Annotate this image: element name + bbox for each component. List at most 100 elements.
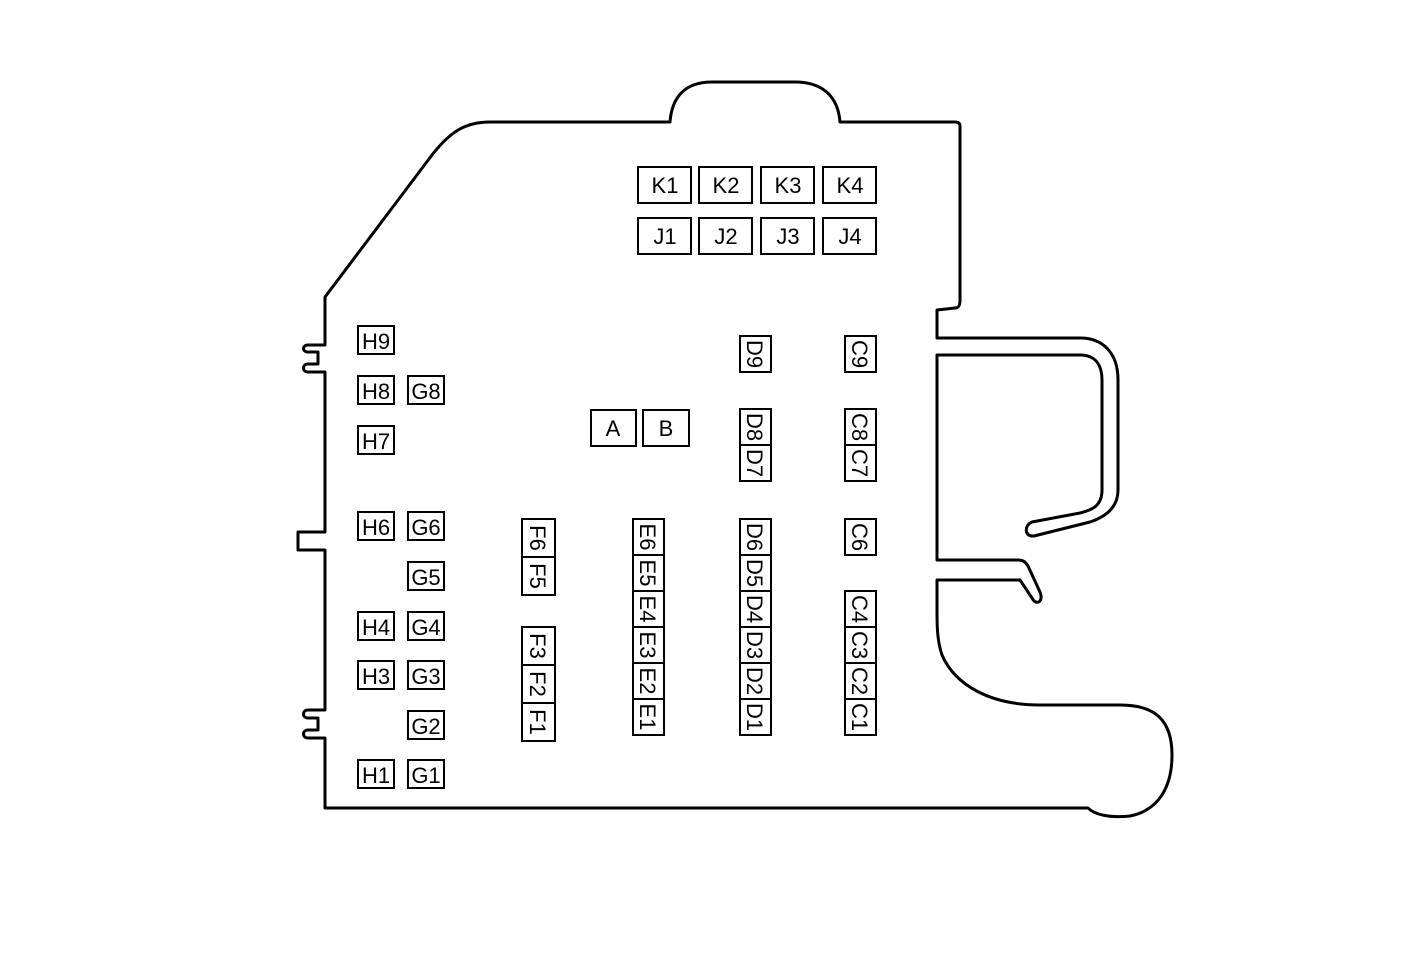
fuse-d8: D8	[739, 408, 772, 446]
svg-text:C8: C8	[847, 413, 872, 441]
fuse-f1: F1	[521, 702, 556, 742]
svg-text:C4: C4	[847, 595, 872, 623]
fuse-k2: K2	[698, 166, 753, 204]
fuse-j3: J3	[760, 217, 815, 255]
svg-text:J1: J1	[653, 224, 676, 249]
fuse-a: A	[590, 409, 637, 447]
fuse-k3: K3	[760, 166, 815, 204]
svg-text:G4: G4	[411, 615, 440, 640]
svg-text:K3: K3	[775, 173, 802, 198]
fuse-c6: C6	[844, 518, 877, 556]
fuse-d3: D3	[739, 626, 772, 664]
svg-text:J3: J3	[776, 224, 799, 249]
svg-text:H9: H9	[362, 329, 390, 354]
svg-text:D5: D5	[742, 559, 767, 587]
fuse-g8: G8	[407, 375, 445, 405]
svg-text:D2: D2	[742, 667, 767, 695]
housing-outline	[296, 80, 1174, 819]
fuse-j4: J4	[822, 217, 877, 255]
svg-text:G1: G1	[411, 763, 440, 788]
svg-text:C2: C2	[847, 667, 872, 695]
svg-text:H4: H4	[362, 615, 390, 640]
svg-text:E5: E5	[635, 560, 660, 587]
fuse-c4: C4	[844, 590, 877, 628]
svg-text:H3: H3	[362, 664, 390, 689]
svg-text:C3: C3	[847, 631, 872, 659]
fuse-c3: C3	[844, 626, 877, 664]
fuse-g1: G1	[407, 759, 445, 789]
svg-text:F6: F6	[525, 525, 550, 551]
fuse-h9: H9	[357, 325, 395, 355]
fuse-c7: C7	[844, 444, 877, 482]
svg-text:A: A	[606, 416, 621, 441]
svg-text:G8: G8	[411, 379, 440, 404]
fuse-f2: F2	[521, 664, 556, 704]
fuse-d5: D5	[739, 554, 772, 592]
fuse-e5: E5	[632, 554, 665, 592]
fuse-c9: C9	[844, 335, 877, 373]
fuse-g5: G5	[407, 561, 445, 591]
fuse-g4: G4	[407, 611, 445, 641]
fuse-d7: D7	[739, 444, 772, 482]
svg-text:F2: F2	[525, 671, 550, 697]
svg-text:D7: D7	[742, 449, 767, 477]
svg-text:E2: E2	[635, 668, 660, 695]
fuse-d2: D2	[739, 662, 772, 700]
svg-text:D4: D4	[742, 595, 767, 623]
fuse-h8: H8	[357, 375, 395, 405]
svg-text:G5: G5	[411, 565, 440, 590]
svg-text:C7: C7	[847, 449, 872, 477]
svg-text:E3: E3	[635, 632, 660, 659]
svg-text:F3: F3	[525, 633, 550, 659]
fuse-b: B	[642, 409, 690, 447]
fuse-g6: G6	[407, 511, 445, 541]
svg-text:G6: G6	[411, 515, 440, 540]
fuse-g2: G2	[407, 710, 445, 740]
fuse-c1: C1	[844, 698, 877, 736]
svg-text:H8: H8	[362, 379, 390, 404]
fuse-h1: H1	[357, 759, 395, 789]
svg-text:H7: H7	[362, 429, 390, 454]
svg-text:C9: C9	[847, 340, 872, 368]
fuse-d1: D1	[739, 698, 772, 736]
svg-text:G2: G2	[411, 714, 440, 739]
fuse-j2: J2	[698, 217, 753, 255]
svg-text:D8: D8	[742, 413, 767, 441]
svg-text:H6: H6	[362, 515, 390, 540]
fuse-f3: F3	[521, 626, 556, 666]
svg-text:G3: G3	[411, 664, 440, 689]
svg-text:E1: E1	[635, 704, 660, 731]
svg-text:K2: K2	[713, 173, 740, 198]
fuse-d4: D4	[739, 590, 772, 628]
svg-text:C1: C1	[847, 703, 872, 731]
svg-text:D9: D9	[742, 340, 767, 368]
svg-text:D3: D3	[742, 631, 767, 659]
fuse-e2: E2	[632, 662, 665, 700]
fuse-h3: H3	[357, 660, 395, 690]
fuse-e6: E6	[632, 518, 665, 556]
fuse-e4: E4	[632, 590, 665, 628]
svg-text:K4: K4	[837, 173, 864, 198]
svg-text:B: B	[659, 416, 674, 441]
svg-text:F5: F5	[525, 563, 550, 589]
svg-text:D6: D6	[742, 523, 767, 551]
fuse-c8: C8	[844, 408, 877, 446]
svg-text:E4: E4	[635, 596, 660, 623]
svg-text:J4: J4	[838, 224, 861, 249]
svg-text:E6: E6	[635, 524, 660, 551]
fuse-g3: G3	[407, 660, 445, 690]
svg-text:J2: J2	[714, 224, 737, 249]
fuse-c2: C2	[844, 662, 877, 700]
fuse-h4: H4	[357, 611, 395, 641]
fuse-k1: K1	[637, 166, 692, 204]
fuse-e3: E3	[632, 626, 665, 664]
svg-text:H1: H1	[362, 763, 390, 788]
fuse-j1: J1	[637, 217, 692, 255]
fuse-e1: E1	[632, 698, 665, 736]
svg-text:F1: F1	[525, 709, 550, 735]
fuse-f6: F6	[521, 518, 556, 558]
fuse-f5: F5	[521, 556, 556, 596]
fuse-h7: H7	[357, 425, 395, 455]
fuse-h6: H6	[357, 511, 395, 541]
